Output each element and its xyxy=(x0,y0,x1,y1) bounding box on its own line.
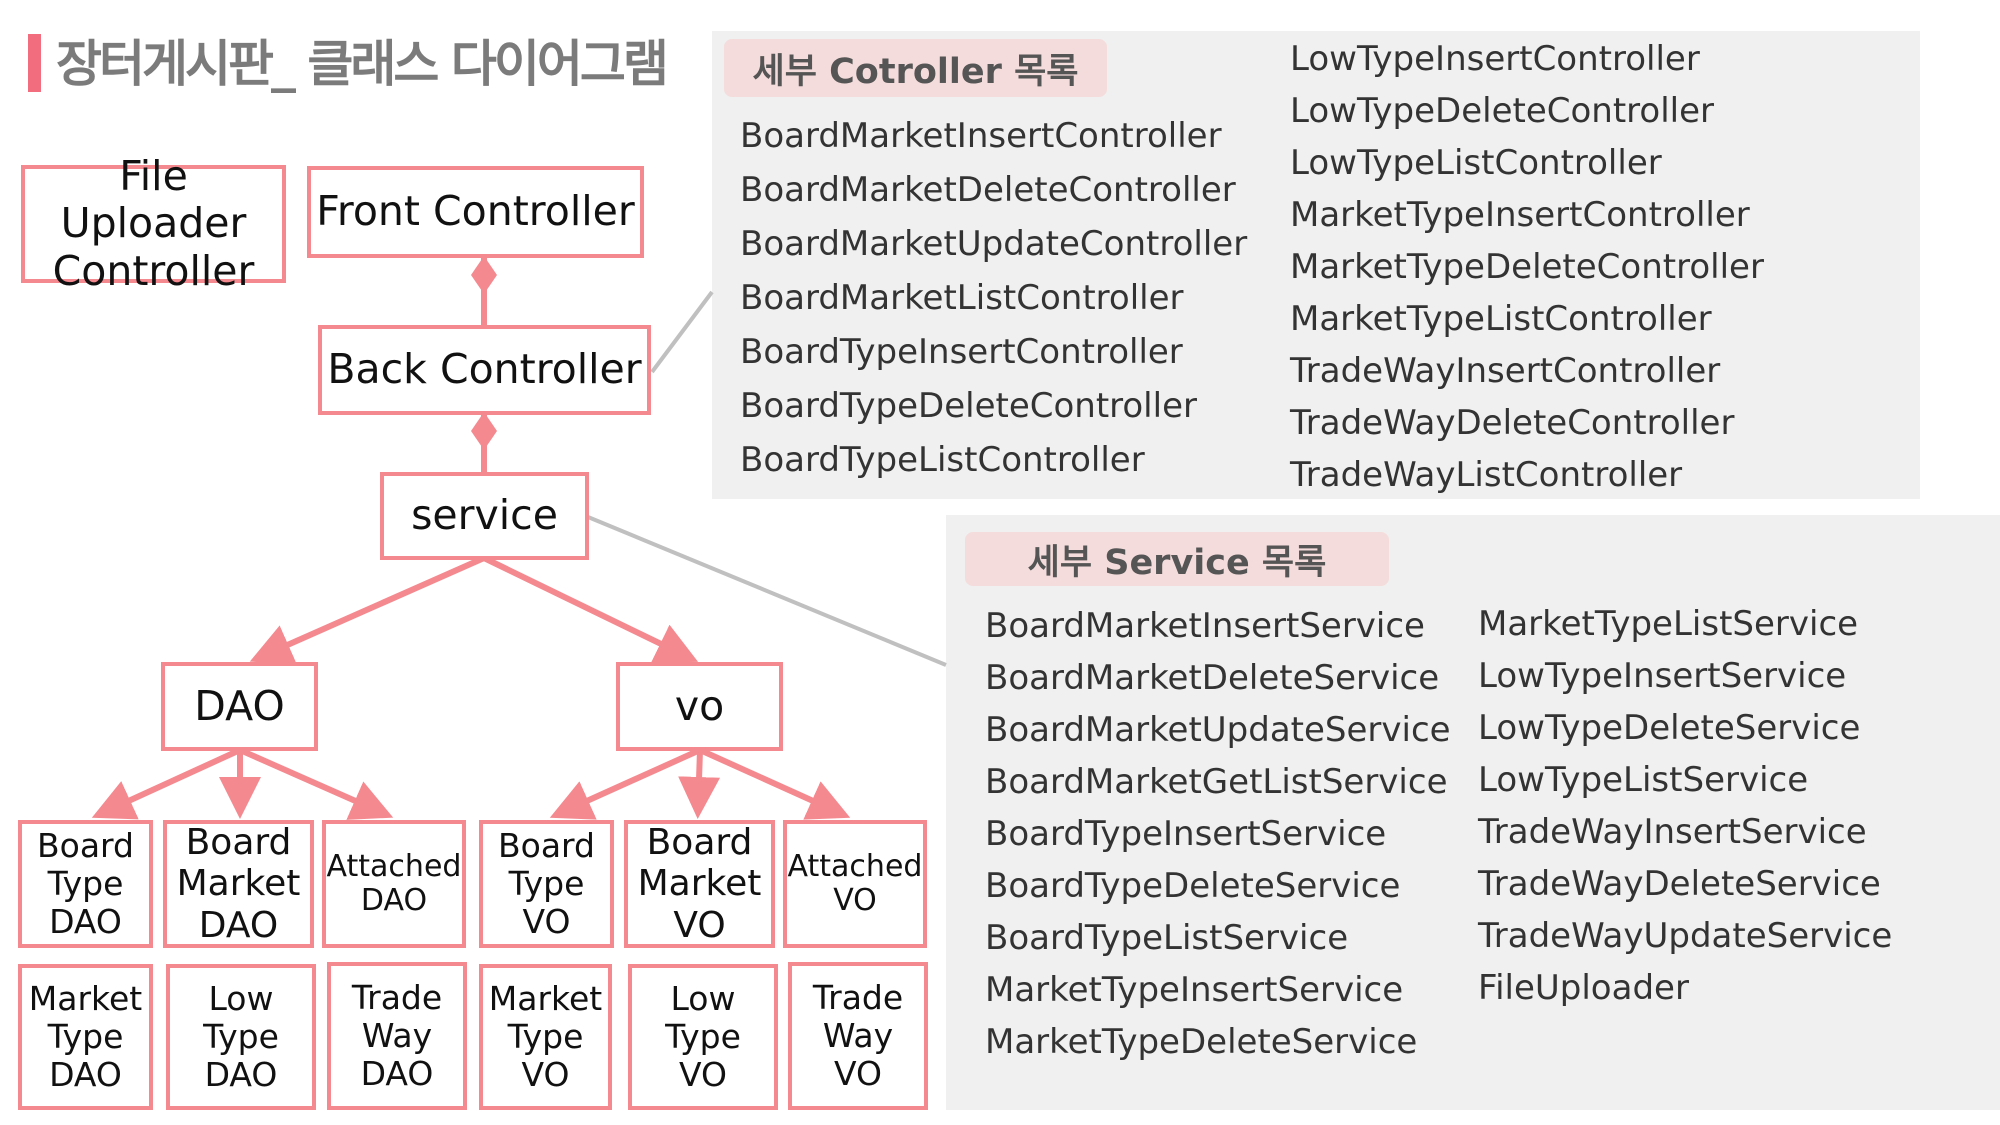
service-item: TradeWayInsertService xyxy=(1478,812,1867,852)
service-item: BoardMarketInsertService xyxy=(985,606,1425,646)
back-controller-node: Back Controller xyxy=(318,325,651,415)
market-type-dao-node: Market Type DAO xyxy=(18,964,153,1110)
dao-boardtype-arrow xyxy=(91,747,242,820)
board-type-vo-node: Board Type VO xyxy=(479,820,614,948)
controller-item: LowTypeDeleteController xyxy=(1290,91,1715,131)
controller-item: MarketTypeDeleteController xyxy=(1290,247,1764,287)
service-item: BoardTypeDeleteService xyxy=(985,866,1401,906)
attached-dao-node: Attached DAO xyxy=(322,820,466,948)
controller-panel-heading: 세부 Cotroller 목록 xyxy=(724,39,1107,97)
controller-item: MarketTypeInsertController xyxy=(1290,195,1750,235)
service-item: BoardTypeInsertService xyxy=(985,814,1387,854)
controller-callout-line xyxy=(650,290,714,374)
controller-item: BoardMarketUpdateController xyxy=(740,224,1248,264)
market-type-vo-node: Market Type VO xyxy=(479,964,612,1110)
title-accent-bar xyxy=(28,34,41,92)
service-node: service xyxy=(380,472,589,560)
service-item: MarketTypeInsertService xyxy=(985,970,1404,1010)
controller-item: LowTypeListController xyxy=(1290,143,1662,183)
service-panel xyxy=(946,515,2000,1110)
service-item: TradeWayDeleteService xyxy=(1478,864,1881,904)
controller-item: MarketTypeListController xyxy=(1290,299,1712,339)
low-type-vo-node: Low Type VO xyxy=(628,964,778,1110)
controller-item: BoardTypeDeleteController xyxy=(740,386,1197,426)
front-controller-node: Front Controller xyxy=(307,166,644,258)
service-item: BoardTypeListService xyxy=(985,918,1349,958)
trade-way-vo-node: Trade Way VO xyxy=(788,962,928,1110)
file-uploader-controller-node: File Uploader Controller xyxy=(21,153,286,294)
vo-boardtype-arrow xyxy=(549,747,702,820)
controller-item: TradeWayInsertController xyxy=(1290,351,1721,391)
controller-item: BoardMarketInsertController xyxy=(740,116,1222,156)
vo-node: vo xyxy=(616,662,783,751)
service-dao-arrow xyxy=(249,555,486,664)
controller-item: TradeWayListController xyxy=(1290,455,1683,495)
controller-panel xyxy=(712,31,1920,499)
board-market-vo-node: Board Market VO xyxy=(624,820,775,948)
service-item: MarketTypeDeleteService xyxy=(985,1022,1418,1062)
service-callout-line xyxy=(587,515,947,667)
dao-attached-arrow xyxy=(238,747,394,820)
attached-vo-node: Attached VO xyxy=(783,820,927,948)
vo-attached-arrow xyxy=(698,747,851,820)
service-item: BoardMarketUpdateService xyxy=(985,710,1451,750)
controller-item: BoardMarketDeleteController xyxy=(740,170,1236,210)
service-item: BoardMarketDeleteService xyxy=(985,658,1440,698)
service-item: LowTypeDeleteService xyxy=(1478,708,1861,748)
board-market-dao-node: Board Market DAO xyxy=(163,820,314,948)
service-panel-heading: 세부 Service 목록 xyxy=(965,532,1389,586)
front-diamond xyxy=(471,256,497,294)
controller-item: BoardTypeListController xyxy=(740,440,1145,480)
vo-boardmarket-arrow xyxy=(678,749,721,819)
service-item: BoardMarketGetListService xyxy=(985,762,1448,802)
service-vo-arrow xyxy=(482,555,699,663)
service-item: LowTypeInsertService xyxy=(1478,656,1847,696)
service-item: TradeWayUpdateService xyxy=(1478,916,1893,956)
controller-item: TradeWayDeleteController xyxy=(1290,403,1735,443)
page-title: 장터게시판_ 클래스 다이어그램 xyxy=(56,35,669,93)
controller-item: BoardMarketListController xyxy=(740,278,1184,318)
low-type-dao-node: Low Type DAO xyxy=(166,964,316,1110)
controller-item: LowTypeInsertController xyxy=(1290,39,1700,79)
service-item: FileUploader xyxy=(1478,968,1689,1008)
controller-item: BoardTypeInsertController xyxy=(740,332,1183,372)
back-diamond xyxy=(471,412,497,450)
dao-node: DAO xyxy=(161,662,318,751)
service-item: LowTypeListService xyxy=(1478,760,1809,800)
trade-way-dao-node: Trade Way DAO xyxy=(327,962,467,1110)
board-type-dao-node: Board Type DAO xyxy=(18,820,153,948)
service-item: MarketTypeListService xyxy=(1478,604,1859,644)
